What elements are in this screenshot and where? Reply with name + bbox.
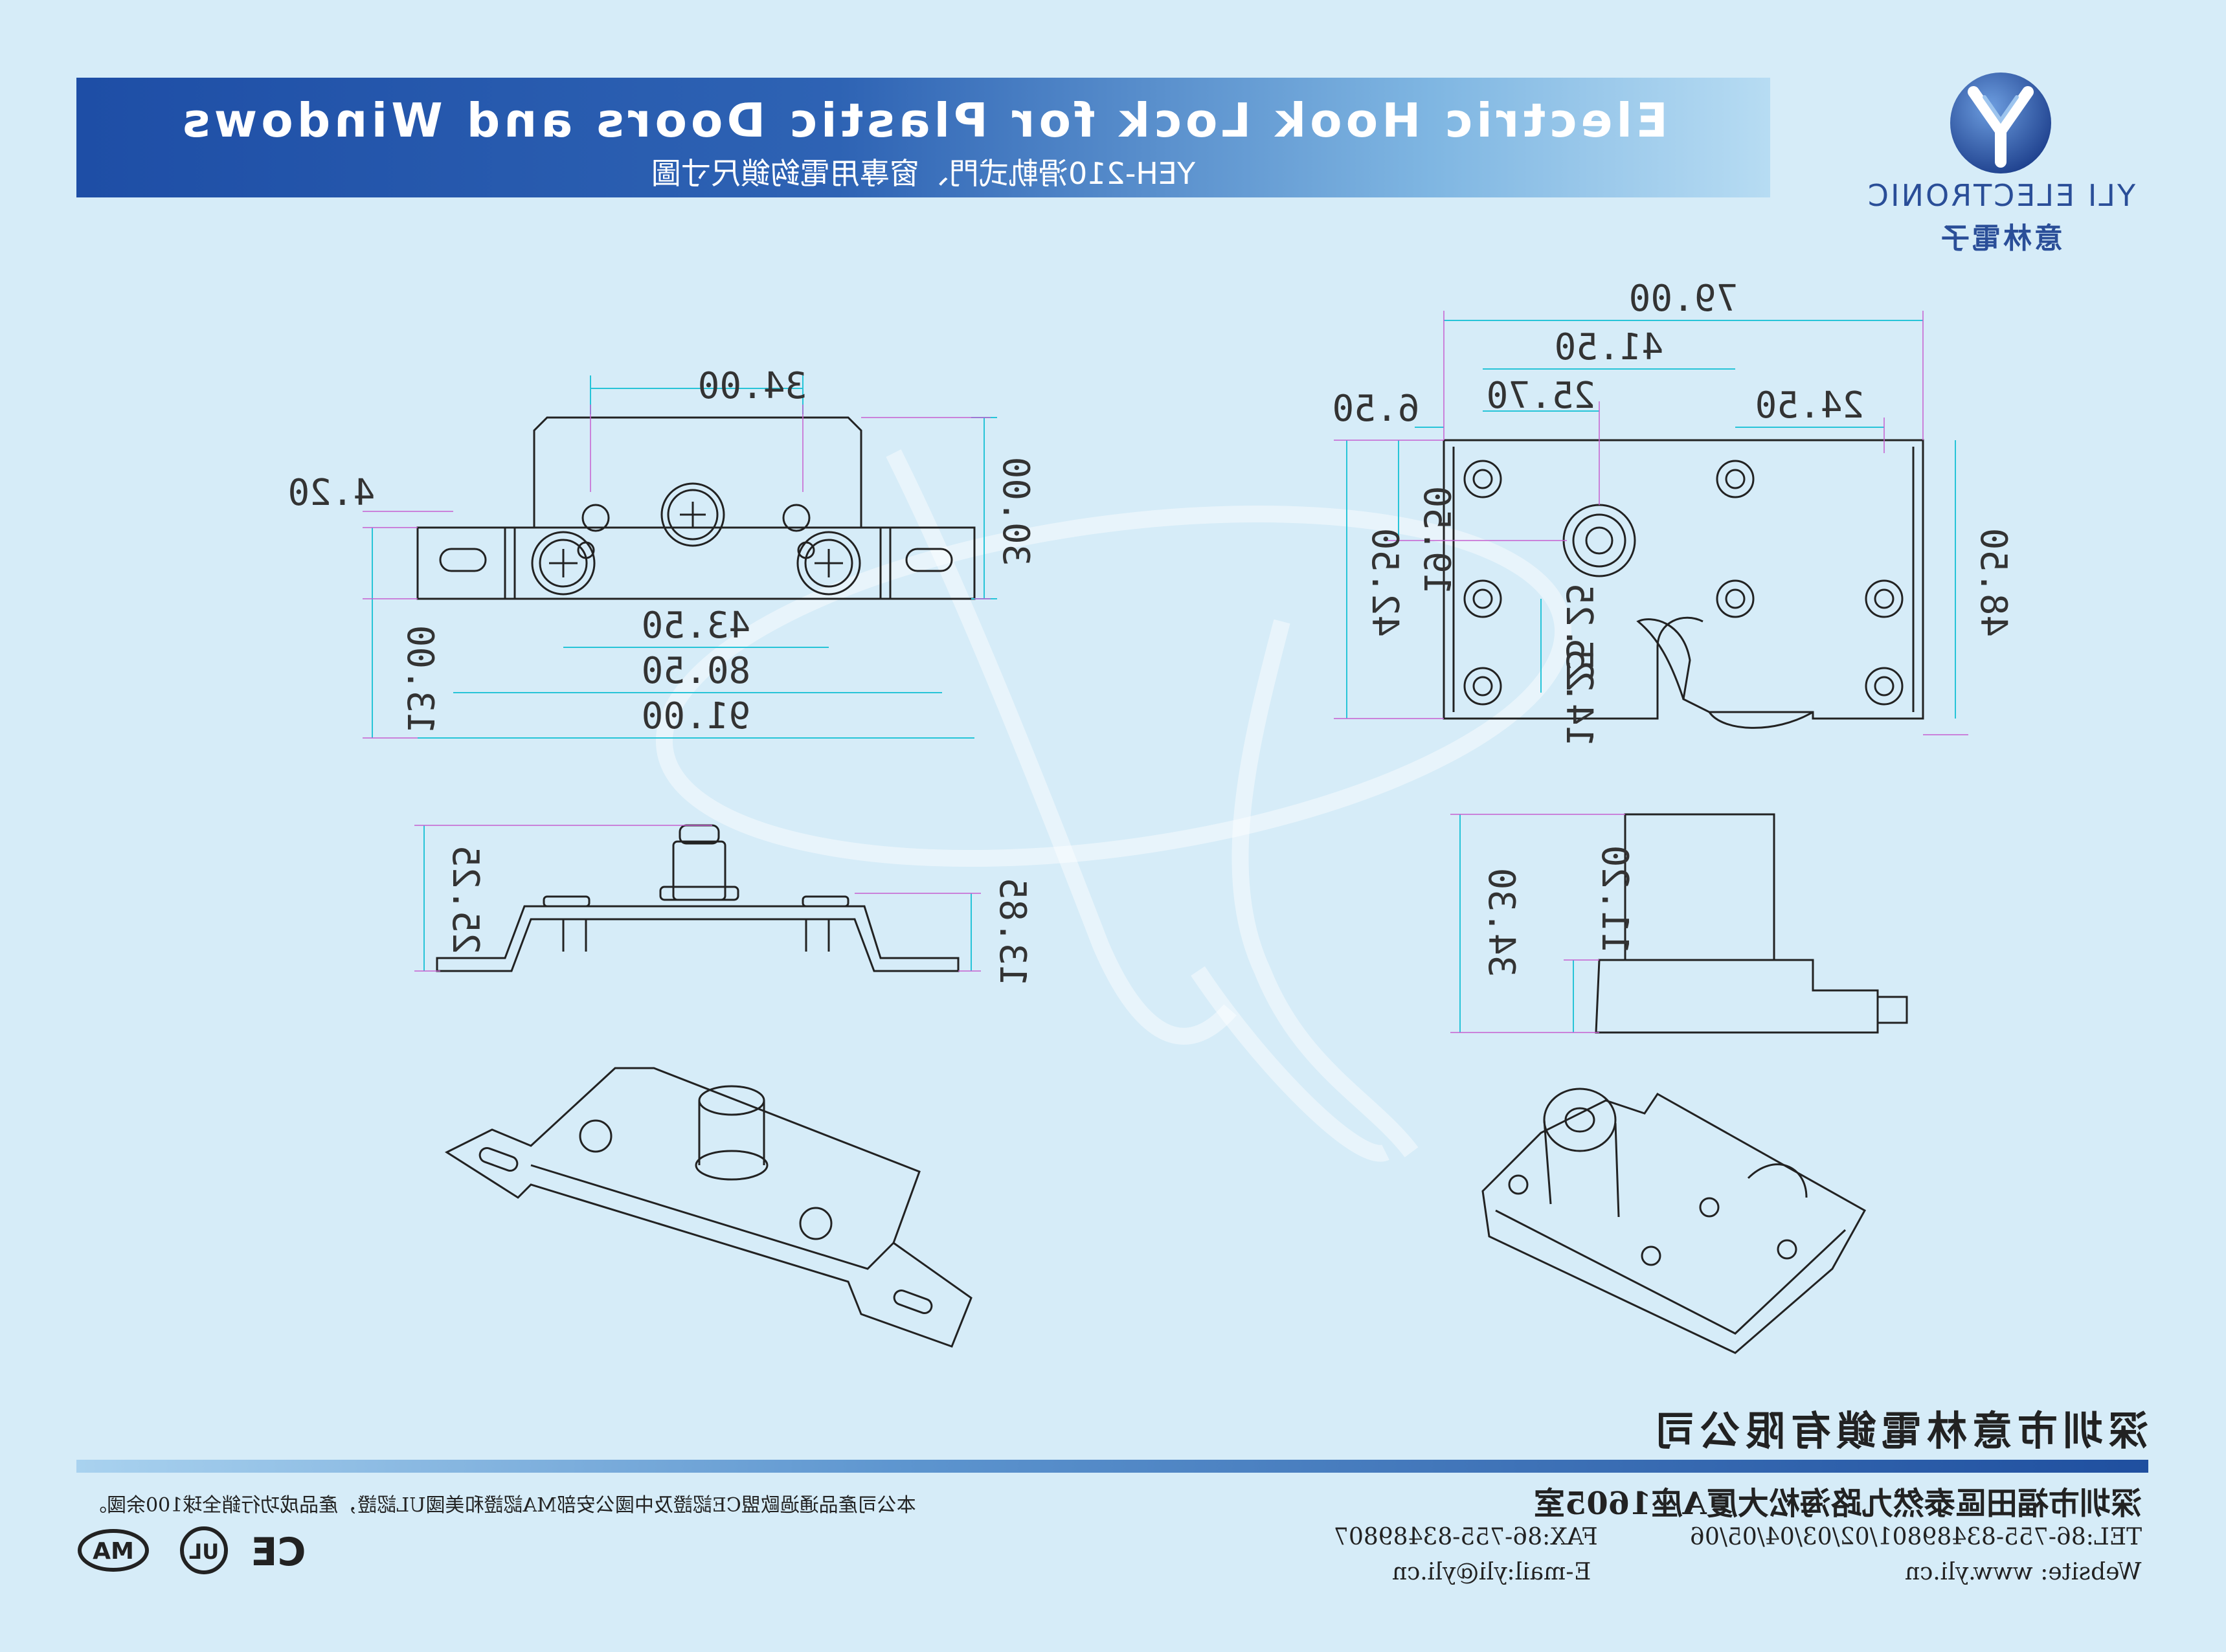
company-email: E-mail:yli@yli.cn: [1392, 1559, 1591, 1585]
company-address: 深圳市福田區泰然九路海松大厦A座1605室: [1534, 1486, 2142, 1522]
dim-25-25-plan: 25.25: [1558, 583, 1600, 693]
dim-6-50: 6.50: [1332, 388, 1420, 430]
dim-14-25: 14.25: [1558, 638, 1600, 748]
dim-13-85: 13.85: [991, 878, 1033, 987]
dim-80-50: 80.50: [642, 650, 751, 692]
svg-text:CE: CE: [251, 1530, 306, 1575]
dim-24-50: 24.50: [1755, 385, 1865, 427]
dim-13-00: 13.00: [399, 625, 441, 735]
ce-mark-icon: CE: [251, 1530, 306, 1575]
dim-11-20: 11.20: [1593, 845, 1636, 955]
side-view-dimension-labels: 25.25 13.85: [444, 845, 1033, 987]
top-view-extension-lines: [363, 405, 991, 739]
company-fax: FAX:86-755-83489807: [1334, 1524, 1598, 1550]
dim-4-20: 4.20: [288, 472, 376, 514]
side-view-dimension-lines: [423, 825, 972, 971]
certification-marks: MA UL CE: [78, 1526, 306, 1575]
dim-91-00: 91.00: [642, 695, 751, 737]
company-website: Website: www.yli.cn: [1905, 1559, 2142, 1585]
svg-text:UL: UL: [189, 1539, 219, 1564]
dim-30-00: 30.00: [995, 457, 1037, 566]
dim-25-25-side: 25.25: [444, 845, 486, 955]
top-view-drawing: [416, 416, 976, 600]
svg-text:MA: MA: [93, 1538, 134, 1565]
company-name: 深圳市意林電鎖有限公司: [1649, 1407, 2148, 1455]
elevation-view-dimension-labels: 34.30 11.20: [1480, 845, 1636, 977]
dim-79-00: 79.00: [1629, 278, 1738, 320]
dim-25-70: 25.70: [1487, 375, 1596, 417]
isometric-view-right: [1481, 1088, 1867, 1354]
ma-mark-icon: MA: [78, 1529, 149, 1572]
company-telephone: TEL:86-755-83489801/02/03/04/05/06: [1689, 1524, 2142, 1550]
company-logo: YLI ELECTRONIC 意林電子: [1852, 71, 2150, 259]
elevation-view-extension-lines: [1450, 814, 1625, 1033]
footer-divider: [76, 1460, 2148, 1473]
plan-view-drawing: [1443, 439, 1924, 729]
elevation-view-drawing: [1595, 813, 1908, 1034]
mounting-holes: [1463, 460, 1904, 706]
isometric-view-left: [444, 1067, 972, 1348]
side-view-extension-lines: [414, 825, 981, 972]
top-view-dimension-labels: 34.00 4.20 30.00 13.00 43.50 80.50 91.00: [288, 365, 1037, 737]
dim-34-30: 34.30: [1480, 868, 1522, 977]
dim-48-50: 48.50: [1972, 528, 2014, 638]
yli-y-logo-icon: [1950, 73, 2051, 173]
dim-43-50: 43.50: [642, 605, 751, 647]
dim-42-50: 42.50: [1364, 528, 1406, 638]
dim-41-50: 41.50: [1555, 326, 1664, 368]
ul-mark-icon: UL: [180, 1526, 228, 1574]
plan-view-dimension-labels: 79.00 41.50 25.70 24.50 6.50 19.50 42.50…: [1332, 278, 2014, 747]
dim-19-50: 19.50: [1415, 486, 1457, 596]
title-banner: Electric Hook Lock for Plastic Doors and…: [76, 78, 1770, 197]
dim-34-00: 34.00: [698, 365, 807, 407]
plan-view-extension-lines: [1334, 311, 1968, 735]
certification-note: 本公司產品通過歐盟CE認證及中國公安部MA認證和美國UL認證，產品成功行銷全球1…: [87, 1494, 916, 1517]
elevation-view-dimension-lines: [1459, 814, 1574, 1032]
plan-view-dimension-lines: [1346, 320, 1956, 719]
